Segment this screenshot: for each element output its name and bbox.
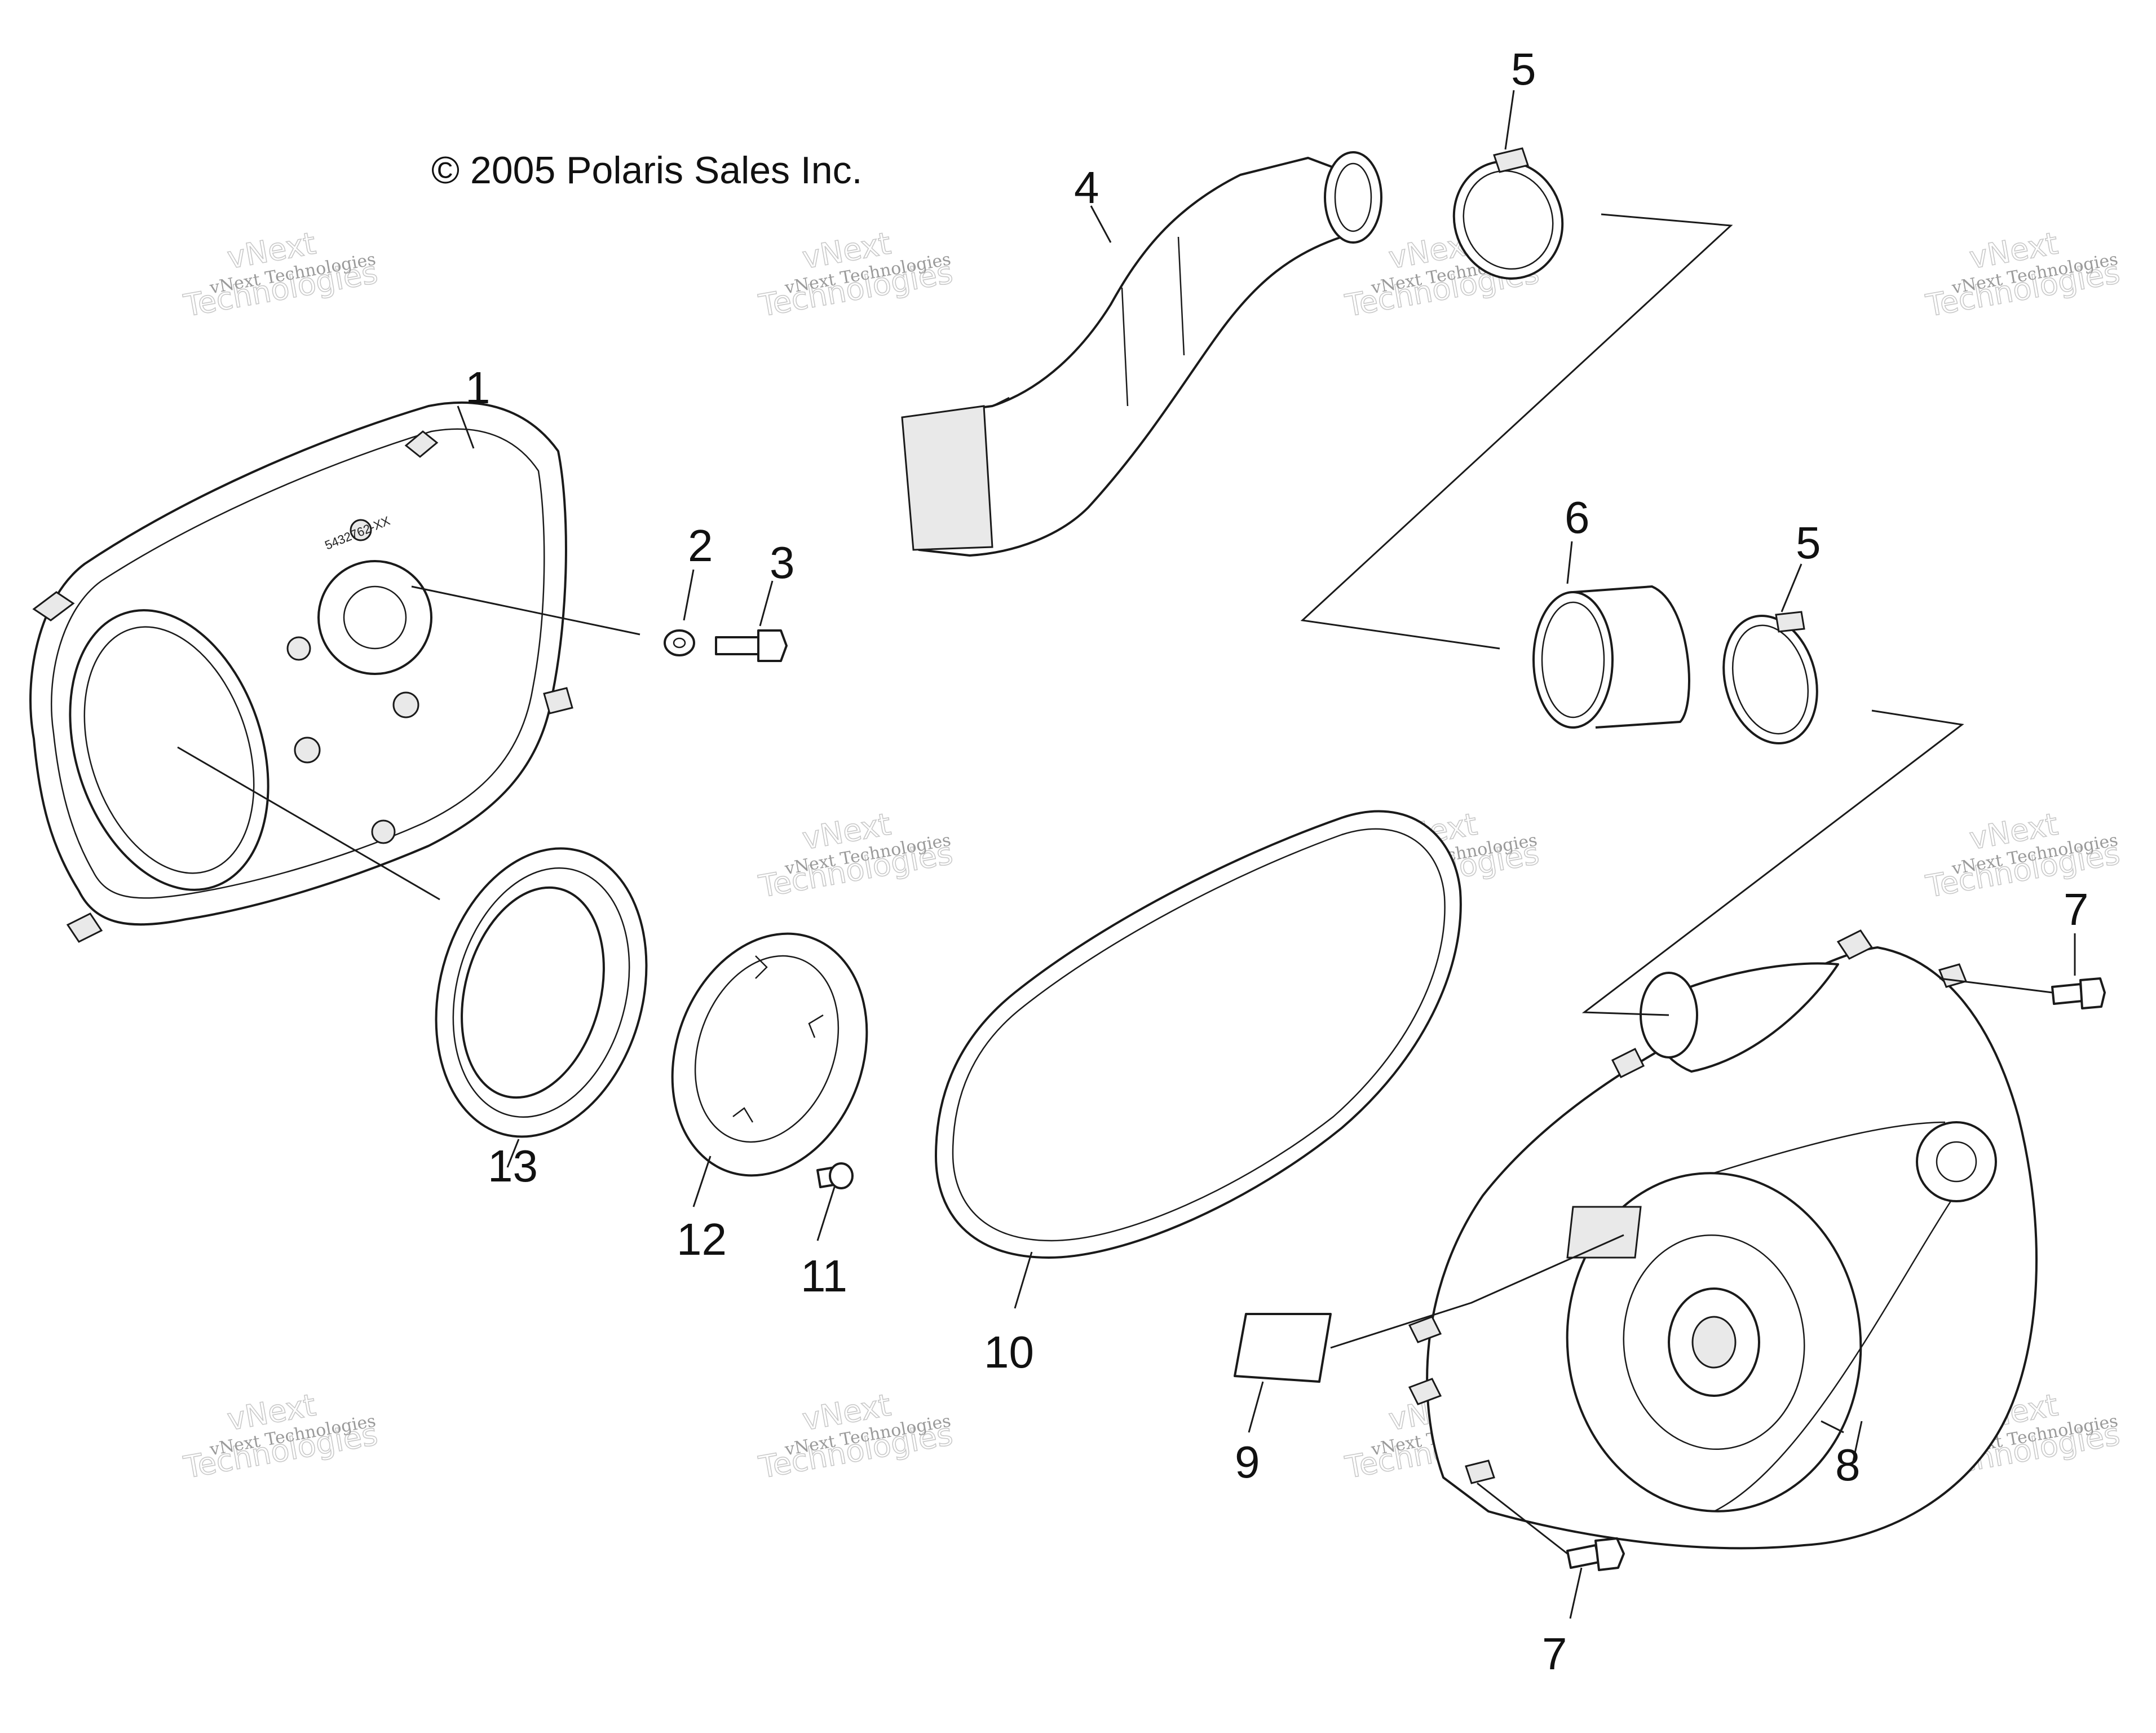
part-retainer-plate bbox=[671, 932, 868, 1177]
watermark: Technologies vNext vNext Technologies bbox=[1923, 225, 2123, 324]
callout-3: 3 bbox=[770, 537, 795, 588]
callout-12: 12 bbox=[677, 1214, 727, 1264]
watermark: Technologies vNext vNext Technologies bbox=[756, 1387, 956, 1486]
part-bolt-upper-right bbox=[2051, 977, 2106, 1009]
callout-13: 13 bbox=[488, 1141, 538, 1191]
part-outer-clutch-cover bbox=[1408, 929, 2038, 1550]
callout-11: 11 bbox=[801, 1251, 847, 1301]
callout-7-lower: 7 bbox=[1542, 1629, 1567, 1679]
callout-8: 8 bbox=[1835, 1440, 1861, 1490]
part-inner-clutch-cover: 5432762-XX bbox=[29, 402, 573, 943]
callout-5-lower: 5 bbox=[1796, 518, 1821, 568]
callout-9: 9 bbox=[1235, 1437, 1260, 1487]
watermark: Technologies vNext vNext Technologies bbox=[180, 1387, 381, 1486]
part-boot-sleeve bbox=[1532, 585, 1690, 729]
callout-7-upper: 7 bbox=[2064, 884, 2089, 934]
watermark: Technologies vNext vNext Technologies bbox=[180, 225, 381, 324]
part-hose-clamp-upper bbox=[1452, 147, 1564, 280]
part-hose-clamp-lower bbox=[1722, 611, 1818, 744]
leader-lines bbox=[177, 90, 2076, 1619]
callout-1: 1 bbox=[465, 363, 491, 413]
part-decal bbox=[1234, 1313, 1332, 1383]
part-seal bbox=[435, 847, 648, 1138]
callout-labels: 1 2 3 4 5 6 5 7 8 9 10 11 12 13 7 bbox=[465, 44, 2089, 1679]
part-screw-small bbox=[816, 1162, 854, 1189]
callout-6: 6 bbox=[1565, 492, 1590, 543]
callout-10: 10 bbox=[984, 1327, 1034, 1377]
part-bolt-lower bbox=[1566, 1537, 1625, 1571]
watermark: Technologies vNext vNext Technologies bbox=[1923, 806, 2123, 905]
part-drive-belt bbox=[935, 810, 1462, 1259]
part-intake-duct bbox=[901, 151, 1382, 557]
copyright-notice: © 2005 Polaris Sales Inc. bbox=[431, 149, 863, 192]
watermark: Technologies vNext vNext Technologies bbox=[756, 806, 956, 905]
part-bolt bbox=[715, 629, 788, 662]
callout-2: 2 bbox=[688, 521, 713, 571]
part-washer bbox=[664, 629, 695, 656]
callout-5-upper: 5 bbox=[1511, 44, 1536, 94]
watermark: Technologies vNext vNext Technologies bbox=[756, 225, 956, 324]
decal-location-mark bbox=[1566, 1206, 1642, 1259]
callout-4: 4 bbox=[1074, 162, 1099, 213]
